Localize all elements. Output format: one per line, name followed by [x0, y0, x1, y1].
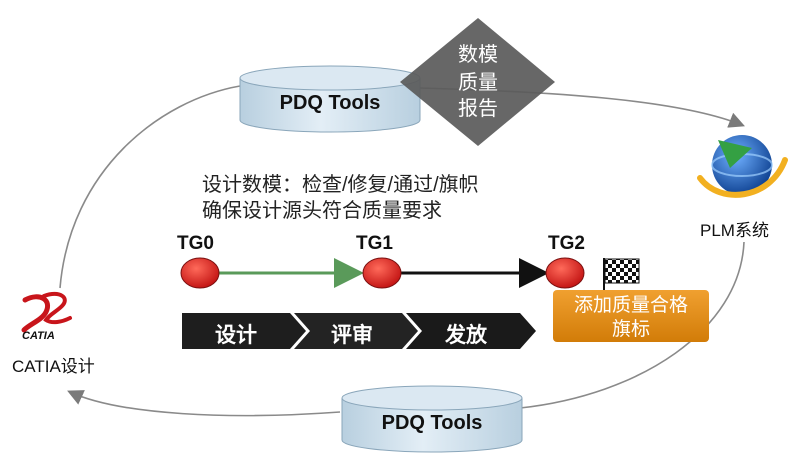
description-line-1: 设计数模：检查/修复/通过/旗帜 — [202, 174, 479, 196]
stage-chevron-3 — [406, 313, 536, 349]
gate-dot-tg2 — [545, 257, 585, 289]
cycle-arc-catia-to-pdq — [59, 85, 241, 289]
gate-label-tg2: TG2 — [548, 233, 585, 254]
report-line-3: 报告 — [458, 98, 498, 120]
gate-dot-tg1 — [362, 257, 402, 289]
pdq-tools-top-cylinder — [239, 65, 421, 133]
plm-globe-icon — [697, 135, 788, 198]
pdq-tools-top-label: PDQ Tools — [279, 92, 381, 114]
stage-label-design: 设计 — [215, 324, 257, 347]
plm-system-label: PLM系统 — [700, 221, 769, 240]
gate-label-tg0: TG0 — [177, 233, 214, 254]
gate-dot-tg0 — [180, 257, 220, 289]
stage-label-review: 评审 — [331, 324, 373, 347]
report-line-1: 数模 — [458, 44, 498, 66]
cycle-arc-pdq-to-catia — [67, 390, 341, 417]
stage-chevron-1 — [182, 313, 306, 349]
flag-box-line-1: 添加质量合格 — [573, 295, 688, 316]
quality-flag-box — [553, 290, 709, 342]
report-diamond — [400, 18, 555, 146]
pdq-tools-bottom-label: PDQ Tools — [381, 412, 483, 434]
cycle-arc-plm-to-pdq — [519, 241, 745, 409]
gate-label-tg1: TG1 — [356, 233, 393, 254]
stage-chevrons — [182, 313, 536, 349]
flag-box-line-2: 旗标 — [611, 319, 650, 340]
catia-design-label: CATIA设计 — [12, 357, 95, 376]
catia-logo — [21, 291, 72, 333]
catia-logo-text: CATIA — [22, 330, 55, 342]
stage-label-release: 发放 — [445, 324, 487, 347]
description-line-2: 确保设计源头符合质量要求 — [202, 200, 442, 222]
pdq-tools-bottom-cylinder — [341, 385, 523, 453]
report-line-2: 质量 — [458, 72, 498, 94]
stage-chevron-2 — [294, 313, 418, 349]
